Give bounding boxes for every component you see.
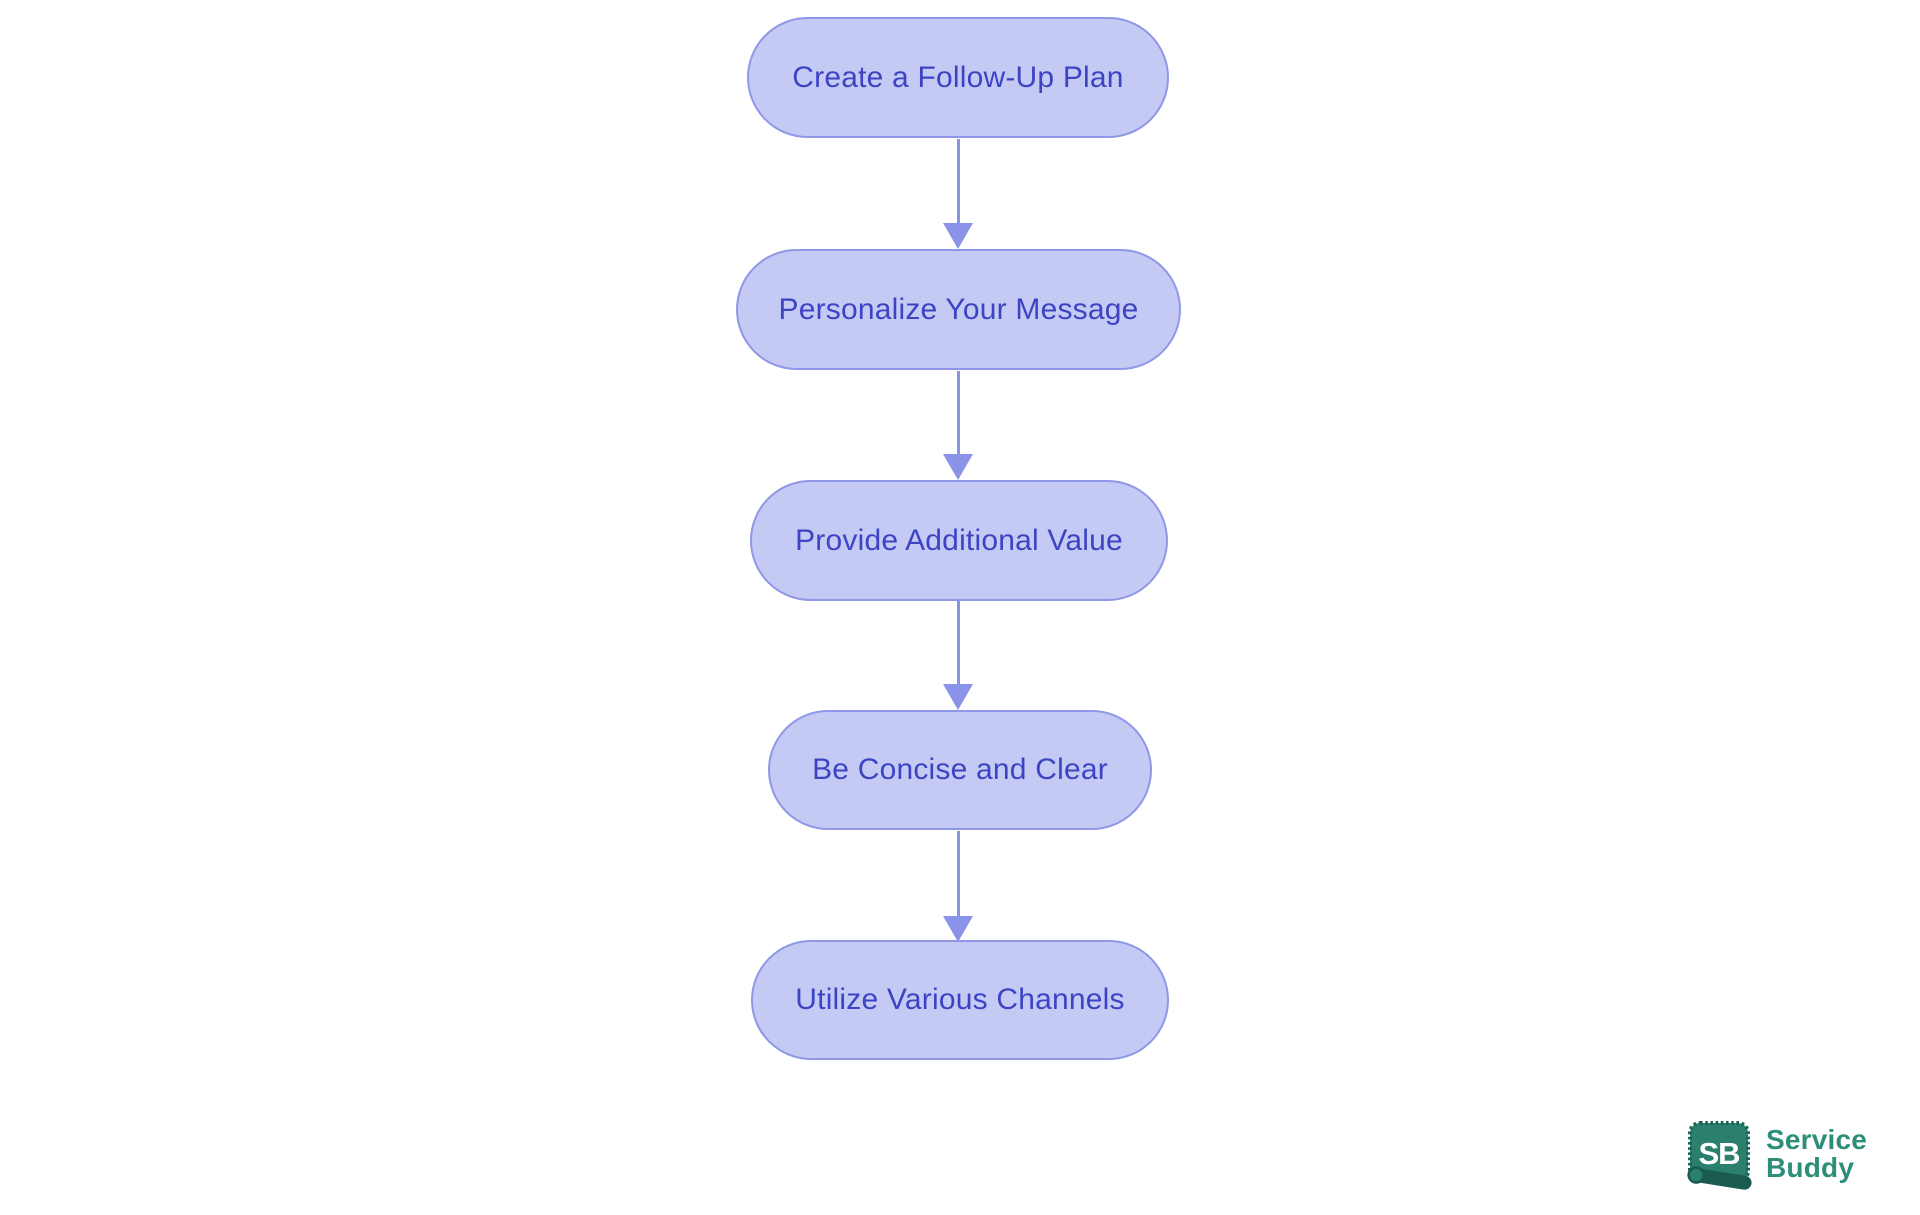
connector-arrow (943, 831, 973, 942)
connector-arrow (943, 601, 973, 710)
logo-line-service: Service (1766, 1124, 1868, 1155)
arrow-shaft (956, 371, 960, 454)
flow-node-label: Utilize Various Channels (795, 983, 1125, 1016)
arrow-head-icon (943, 916, 973, 942)
logo-wordmark: Service Buddy (1766, 1126, 1867, 1182)
flow-node-provide-additional-value: Provide Additional Value (750, 480, 1168, 601)
arrow-shaft (956, 601, 960, 684)
connector-arrow (943, 371, 973, 480)
arrow-head-icon (943, 223, 973, 249)
flow-node-label: Provide Additional Value (795, 523, 1123, 557)
flow-node-be-concise-and-clear: Be Concise and Clear (768, 710, 1152, 830)
sb-stamp-icon: SB (1687, 1121, 1752, 1190)
flow-node-create-follow-up-plan: Create a Follow-Up Plan (747, 17, 1169, 138)
arrow-head-icon (943, 684, 973, 710)
logo-line-buddy: Buddy (1766, 1152, 1855, 1183)
flow-node-utilize-various-channels: Utilize Various Channels (751, 940, 1169, 1060)
connector-arrow (943, 139, 973, 249)
service-buddy-logo: SB Service Buddy (1686, 1120, 1867, 1190)
flow-node-personalize-message: Personalize Your Message (736, 249, 1181, 370)
flow-node-label: Be Concise and Clear (812, 753, 1108, 786)
flow-node-label: Create a Follow-Up Plan (792, 60, 1124, 94)
flow-node-label: Personalize Your Message (778, 292, 1139, 326)
arrow-shaft (956, 831, 960, 916)
svg-text:SB: SB (1698, 1136, 1739, 1171)
arrow-head-icon (943, 454, 973, 480)
arrow-shaft (956, 139, 960, 223)
